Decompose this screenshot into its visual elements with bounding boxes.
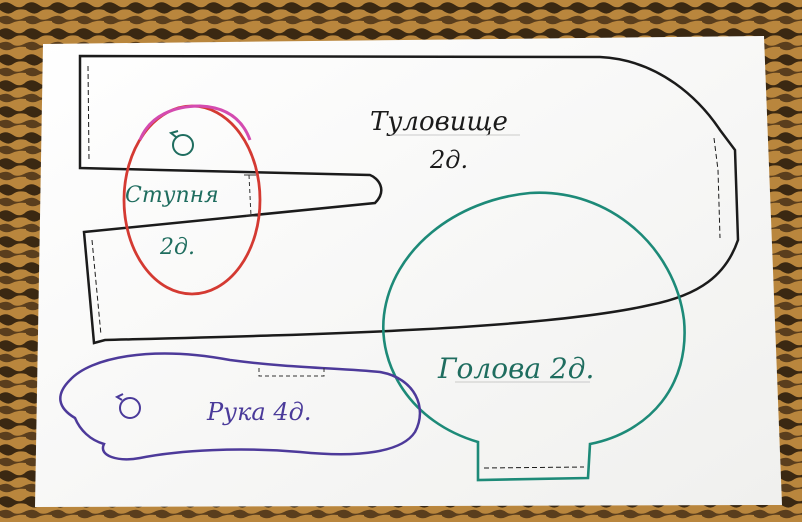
hand-seam (258, 368, 325, 377)
paper-sheet (35, 36, 782, 507)
head-title-label: Голова 2д. (437, 352, 594, 385)
foot-rotate-icon (168, 130, 194, 156)
head-seam (483, 466, 585, 469)
hand-rotate-icon (114, 393, 141, 419)
body-count-label: 2д. (429, 146, 468, 174)
hand-title-label: Рука 4д. (206, 398, 311, 426)
foot-title-label: Ступня (125, 183, 219, 208)
body-title-label: Туловище (370, 107, 508, 137)
foot-toe-accent (138, 104, 252, 141)
foot-count-label: 2д. (159, 235, 195, 260)
hand-piece-outline (59, 352, 422, 461)
head-piece-outline (381, 191, 686, 482)
body-piece-outline (78, 54, 740, 345)
body-seam-right (713, 137, 721, 239)
